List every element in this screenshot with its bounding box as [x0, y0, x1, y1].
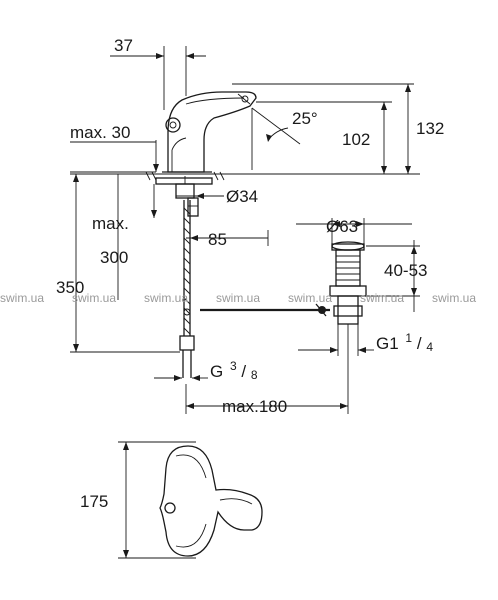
dim-max-180: max.180 — [222, 397, 287, 416]
watermark: swim.ua — [144, 291, 188, 305]
dim-300: 300 — [100, 248, 128, 267]
dimension-labels: 37 max. 30 25° 102 132 Ø34 max. 85 300 3… — [56, 36, 444, 511]
watermark: swim.ua — [432, 291, 476, 305]
dim-350: 350 — [56, 278, 84, 297]
dim-175: 175 — [80, 492, 108, 511]
faucet-top-view — [159, 445, 263, 557]
dim-37: 37 — [114, 36, 133, 55]
dim-g1-quarter: G1 1 / 4 — [376, 327, 433, 354]
watermark: swim.ua — [72, 291, 116, 305]
dim-40-53: 40-53 — [384, 261, 427, 280]
dim-max: max. — [92, 214, 129, 233]
watermark-row: swim.ua swim.ua swim.ua swim.ua swim.ua … — [0, 291, 476, 305]
dimension-lines — [70, 46, 420, 559]
watermark: swim.ua — [360, 291, 404, 305]
dim-diameter-63: Ø63 — [326, 217, 358, 236]
dim-max-30: max. 30 — [70, 123, 130, 142]
dim-g-three-eighths: G 3 / 8 — [210, 355, 258, 382]
watermark: swim.ua — [216, 291, 260, 305]
faucet-side-view — [155, 91, 257, 378]
dim-85: 85 — [208, 230, 227, 249]
dim-angle-25: 25° — [292, 109, 318, 128]
watermark: swim.ua — [0, 291, 44, 305]
dim-diameter-34: Ø34 — [226, 187, 258, 206]
drain-side-view — [200, 241, 367, 325]
dim-102: 102 — [342, 130, 370, 149]
dim-132: 132 — [416, 119, 444, 138]
watermark: swim.ua — [288, 291, 332, 305]
deck-line — [70, 171, 420, 181]
